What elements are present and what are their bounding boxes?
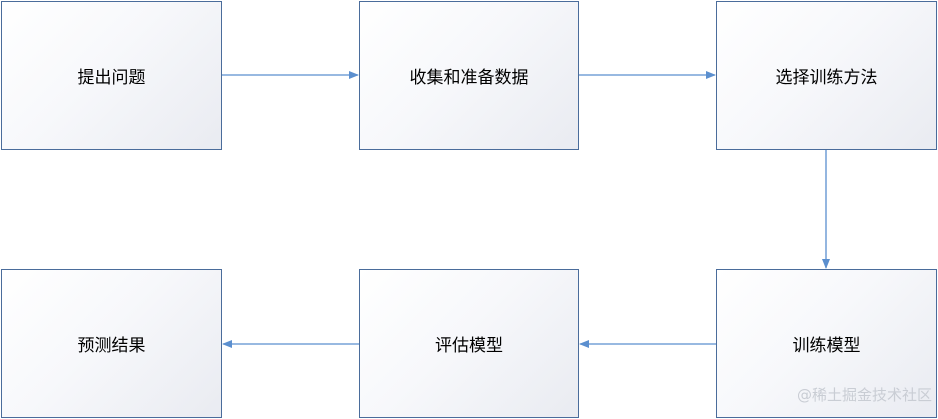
- node-choose-training-method: 选择训练方法: [716, 1, 937, 150]
- node-evaluate-model: 评估模型: [359, 269, 579, 418]
- node-label: 训练模型: [792, 336, 861, 356]
- node-label: 选择训练方法: [775, 68, 878, 88]
- watermark-text: @稀土掘金技术社区: [796, 386, 932, 404]
- node-train-model: 训练模型: [716, 269, 937, 418]
- node-label: 收集和准备数据: [409, 68, 529, 88]
- node-raise-question: 提出问题: [1, 1, 222, 150]
- node-collect-prepare-data: 收集和准备数据: [359, 1, 579, 150]
- node-label: 预测结果: [77, 336, 146, 356]
- node-label: 评估模型: [435, 336, 503, 356]
- node-predict-result: 预测结果: [1, 269, 222, 418]
- node-label: 提出问题: [77, 68, 146, 88]
